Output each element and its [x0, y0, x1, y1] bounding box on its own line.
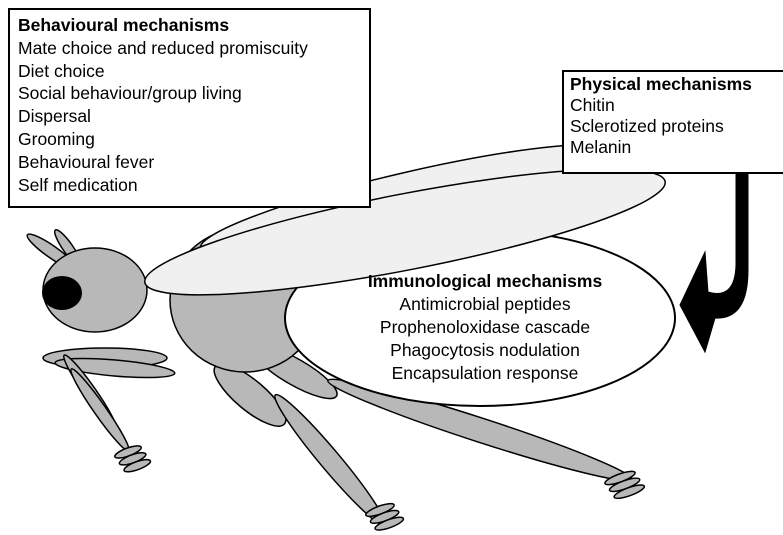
behavioural-item: Social behaviour/group living: [18, 82, 369, 105]
physical-item: Sclerotized proteins: [570, 116, 783, 137]
immunological-title: Immunological mechanisms: [320, 270, 650, 293]
behavioural-item: Grooming: [18, 128, 369, 151]
behavioural-item: Behavioural fever: [18, 151, 369, 174]
eye: [42, 276, 82, 310]
behavioural-item: Dispersal: [18, 105, 369, 128]
physical-item: Chitin: [570, 95, 783, 116]
behavioural-item: Self medication: [18, 174, 369, 197]
immunological-mechanisms: Immunological mechanisms Antimicrobial p…: [320, 270, 650, 385]
behavioural-title: Behavioural mechanisms: [18, 14, 369, 37]
physical-title: Physical mechanisms: [570, 74, 783, 95]
behavioural-item: Diet choice: [18, 60, 369, 83]
immunological-item: Encapsulation response: [320, 362, 650, 385]
behavioural-item: Mate choice and reduced promiscuity: [18, 37, 369, 60]
physical-mechanisms-box: Physical mechanisms Chitin Sclerotized p…: [562, 70, 783, 174]
front-leg: [43, 348, 175, 474]
curved-arrow-icon: [680, 172, 748, 352]
behavioural-mechanisms-box: Behavioural mechanisms Mate choice and r…: [8, 8, 371, 208]
immunological-item: Phagocytosis nodulation: [320, 339, 650, 362]
immunological-item: Prophenoloxidase cascade: [320, 316, 650, 339]
physical-item: Melanin: [570, 137, 783, 158]
immunological-item: Antimicrobial peptides: [320, 293, 650, 316]
